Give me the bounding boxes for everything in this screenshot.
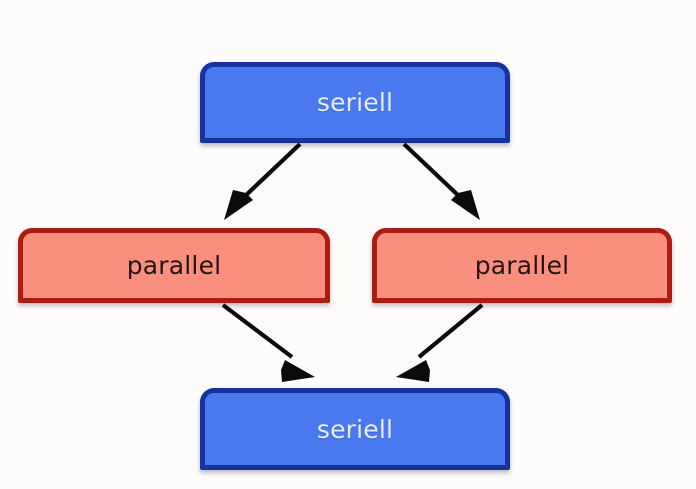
edge-top-to-parallel-left	[224, 142, 302, 220]
node-seriell-top[interactable]: seriell	[200, 62, 510, 143]
node-label: seriell	[316, 88, 394, 117]
node-seriell-bottom[interactable]: seriell	[200, 388, 510, 470]
edge-top-to-parallel-right	[402, 142, 480, 220]
edge-parallel-right-to-bottom	[396, 303, 484, 382]
node-label: seriell	[316, 414, 394, 444]
node-label: parallel	[126, 251, 222, 280]
node-parallel-left[interactable]: parallel	[18, 228, 330, 303]
node-parallel-right[interactable]: parallel	[372, 228, 672, 303]
edge-parallel-left-to-bottom	[221, 303, 315, 382]
node-label: parallel	[474, 251, 570, 280]
